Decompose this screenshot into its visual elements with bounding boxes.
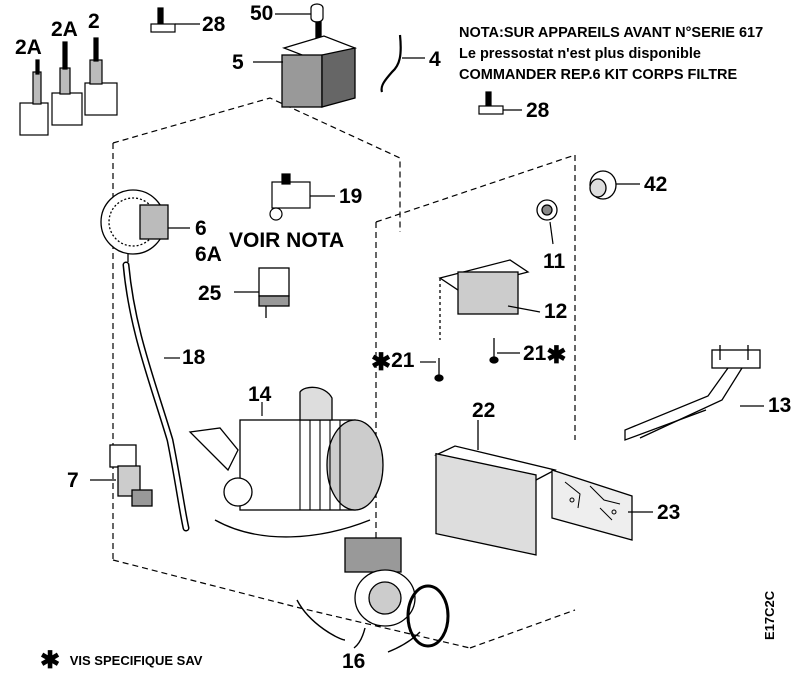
selector-2a-left [19, 59, 49, 136]
screw-21-right [489, 338, 499, 364]
part-label-6: 6 [195, 217, 207, 240]
part-label-21-right-group: 21✱ [523, 343, 566, 368]
selector-2a-mid [51, 41, 83, 126]
timer-5 [281, 21, 358, 108]
part-label-13: 13 [768, 394, 792, 417]
valve-7 [109, 444, 153, 507]
pump-16-leader [296, 599, 421, 653]
bearing-11 [536, 199, 558, 221]
wire-4 [380, 34, 402, 93]
part-label-19: 19 [339, 185, 363, 208]
nota-line-2: Le pressostat n'est plus disponible [459, 46, 701, 62]
switch-19 [269, 173, 311, 221]
legend: ✱ VIS SPECIFIQUE SAV [40, 646, 202, 675]
part-label-2: 2 [88, 10, 100, 33]
part-label-18: 18 [182, 346, 206, 369]
part-label-42: 42 [644, 173, 668, 196]
part-label-28-right: 28 [526, 99, 550, 122]
relay-25 [258, 267, 290, 318]
cabinet-outline [112, 97, 576, 649]
knob-cap-50 [310, 3, 324, 23]
board-23 [551, 469, 633, 541]
pressure-switch-6 [100, 189, 169, 262]
motor-14 [188, 386, 384, 538]
part-label-14: 14 [248, 383, 272, 406]
part-label-21-left-group: ✱21 [371, 350, 414, 375]
part-label-21-right: 21 [523, 342, 547, 365]
timer-module-12 [438, 259, 530, 340]
part-label-2a-left: 2A [15, 36, 42, 59]
part-label-6a: 6A [195, 243, 222, 266]
part-label-28-top: 28 [202, 13, 226, 36]
part-label-7: 7 [67, 469, 79, 492]
nota-line-1: NOTA:SUR APPAREILS AVANT N°SERIE 617 [459, 25, 764, 41]
part-label-23: 23 [657, 501, 681, 524]
button-42 [589, 170, 617, 200]
asterisk-marker: ✱ [371, 349, 392, 376]
screw-21-left [434, 358, 444, 382]
part-label-4: 4 [429, 48, 441, 71]
legend-text: VIS SPECIFIQUE SAV [69, 653, 203, 668]
part-label-50: 50 [250, 2, 274, 25]
part-label-25: 25 [198, 282, 222, 305]
part-label-5: 5 [232, 51, 244, 74]
pump-16 [344, 537, 450, 648]
part-label-12: 12 [544, 300, 568, 323]
part-label-22: 22 [472, 399, 496, 422]
legend-asterisk: ✱ [40, 647, 61, 674]
heater-13 [624, 345, 761, 441]
part-label-16: 16 [342, 650, 366, 673]
knob-28-right [478, 91, 504, 115]
part-label-2a-mid: 2A [51, 18, 78, 41]
nota-line-3: COMMANDER REP.6 KIT CORPS FILTRE [459, 67, 738, 83]
drawing-code: E17C2C [762, 590, 777, 640]
selector-2 [84, 37, 118, 116]
asterisk-marker: ✱ [546, 342, 567, 369]
part-label-21-left: 21 [391, 349, 415, 372]
knob-28-top [150, 7, 176, 33]
voir-nota-label: VOIR NOTA [229, 229, 345, 252]
part-label-11: 11 [543, 250, 566, 273]
pcb-22 [434, 420, 557, 556]
